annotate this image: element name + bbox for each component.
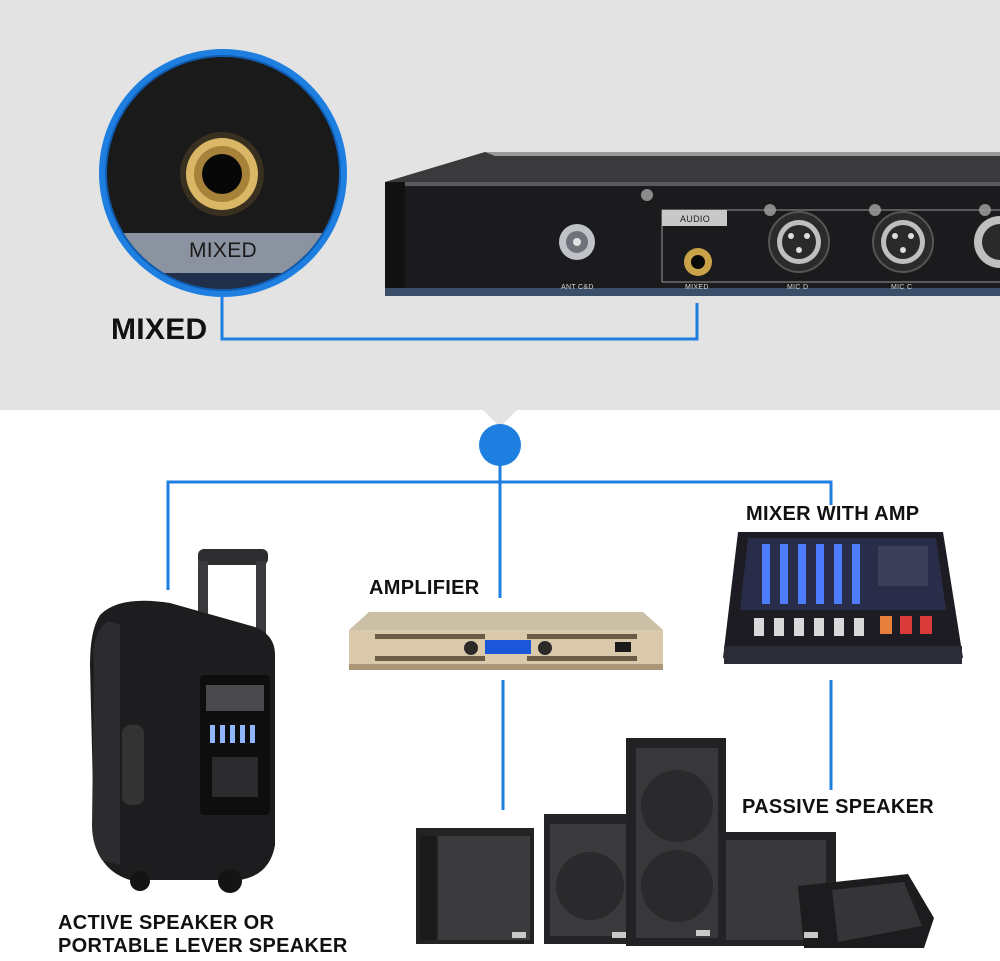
amplifier-image: [345, 612, 667, 674]
zoom-port-label: MIXED: [189, 239, 258, 262]
receiver-rear-panel: AUDIO ANT C&D MIXED MIC D MIC C: [385, 150, 1000, 302]
active-speaker-label-line1: ACTIVE SPEAKER OR: [58, 912, 275, 934]
port-label-mic-c: MIC C: [891, 284, 913, 291]
active-speaker-image: [80, 545, 280, 895]
port-label-mic-d: MIC D: [787, 284, 809, 291]
passive-speakers-image: [412, 736, 940, 954]
port-label-ant-cd: ANT C&D: [561, 284, 594, 291]
down-pointer-icon: [470, 405, 530, 467]
mixed-caption: MIXED: [111, 313, 208, 346]
mixer-image: [718, 528, 966, 668]
active-speaker-label-line2: PORTABLE LEVER SPEAKER: [58, 935, 348, 957]
mixer-label: MIXER WITH AMP: [746, 503, 920, 525]
passive-speaker-label: PASSIVE SPEAKER: [742, 796, 934, 818]
audio-section-label: AUDIO: [680, 214, 711, 224]
port-label-mixed: MIXED: [685, 284, 709, 291]
amplifier-label: AMPLIFIER: [369, 577, 480, 599]
mixed-port-zoom-callout: MIXED: [97, 47, 349, 299]
